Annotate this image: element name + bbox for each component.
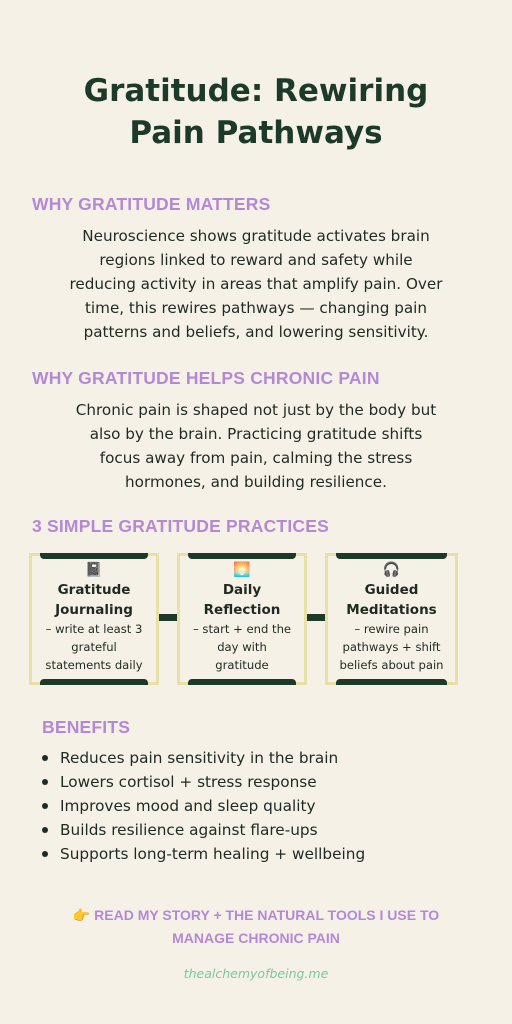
benefits-heading: BENEFITS (42, 717, 131, 737)
card-title-line: Guided (364, 582, 419, 598)
why-matters-paragraph: Neuroscience shows gratitude activates b… (20, 224, 492, 344)
why-helps-line: focus away from pain, calming the stress (99, 449, 413, 467)
website-url: thealchemyofbeing.me (183, 966, 329, 981)
cta-text[interactable]: READ MY STORY + THE NATURAL TOOLS I USE … (94, 907, 440, 923)
card-desc-line: pathways + shift (342, 640, 441, 654)
card-connector (305, 614, 327, 621)
card-desc-line: statements daily (45, 658, 143, 672)
card-desc-line: beliefs about pain (339, 658, 444, 672)
list-item: Reduces pain sensitivity in the brain (38, 746, 365, 770)
card-bar-top (40, 553, 148, 559)
practice-card-journaling: 📓 Gratitude Journaling – write at least … (29, 553, 159, 685)
why-helps-heading: WHY GRATITUDE HELPS CHRONIC PAIN (32, 368, 380, 388)
headphones-icon: 🎧 (382, 562, 401, 578)
cta-line-1[interactable]: 👉 READ MY STORY + THE NATURAL TOOLS I US… (0, 904, 512, 927)
why-helps-line: also by the brain. Practicing gratitude … (89, 425, 423, 443)
pointing-hand-icon: 👉 (72, 907, 91, 923)
why-helps-line: hormones, and building resilience. (125, 473, 387, 491)
card-title-line: Reflection (203, 602, 281, 618)
why-matters-line: patterns and beliefs, and lowering sensi… (83, 323, 429, 341)
practice-card-reflection: 🌅 Daily Reflection – start + end the day… (177, 553, 307, 685)
page-title: Gratitude: Rewiring Pain Pathways (0, 70, 512, 154)
card-desc-line: grateful (71, 640, 117, 654)
card-bar-bottom (40, 679, 148, 685)
practices-heading: 3 SIMPLE GRATITUDE PRACTICES (32, 516, 329, 536)
card-desc-line: gratitude (215, 658, 269, 672)
card-bar-top (336, 553, 447, 559)
why-helps-line: Chronic pain is shaped not just by the b… (75, 401, 437, 419)
card-title-line: Meditations (346, 602, 437, 618)
notebook-icon: 📓 (85, 562, 103, 578)
card-title: Guided Meditations (328, 580, 455, 620)
practice-card-meditations: 🎧 Guided Meditations – rewire pain pathw… (325, 553, 458, 685)
card-title: Daily Reflection (180, 580, 304, 620)
card-bar-bottom (336, 679, 447, 685)
card-description: – write at least 3 grateful statements d… (32, 620, 156, 674)
list-item: Builds resilience against flare-ups (38, 818, 365, 842)
card-bar-top (188, 553, 296, 559)
why-matters-line: Neuroscience shows gratitude activates b… (82, 227, 430, 245)
why-matters-line: time, this rewires pathways — changing p… (84, 299, 428, 317)
card-bar-bottom (188, 679, 296, 685)
card-description: – rewire pain pathways + shift beliefs a… (328, 620, 455, 674)
card-desc-line: – start + end the (192, 622, 292, 636)
cta-link[interactable]: 👉 READ MY STORY + THE NATURAL TOOLS I US… (0, 904, 512, 950)
card-title-line: Daily (222, 582, 262, 598)
why-helps-paragraph: Chronic pain is shaped not just by the b… (20, 398, 492, 494)
card-desc-line: – write at least 3 (45, 622, 143, 636)
why-matters-line: regions linked to reward and safety whil… (99, 251, 413, 269)
list-item: Supports long-term healing + wellbeing (38, 842, 365, 866)
why-matters-heading: WHY GRATITUDE MATTERS (32, 194, 271, 214)
card-desc-line: day with (217, 640, 267, 654)
card-title-line: Gratitude (57, 582, 131, 598)
sunrise-icon: 🌅 (233, 562, 251, 578)
card-desc-line: – rewire pain (354, 622, 429, 636)
why-matters-line: reducing activity in areas that amplify … (69, 275, 443, 293)
benefits-list: Reduces pain sensitivity in the brain Lo… (38, 746, 365, 866)
card-description: – start + end the day with gratitude (180, 620, 304, 674)
card-connector (157, 614, 179, 621)
title-line-2: Pain Pathways (129, 115, 383, 151)
card-title-line: Journaling (55, 602, 133, 618)
cta-line-2[interactable]: MANAGE CHRONIC PAIN (172, 930, 340, 946)
title-line-1: Gratitude: Rewiring (83, 73, 429, 109)
list-item: Lowers cortisol + stress response (38, 770, 365, 794)
list-item: Improves mood and sleep quality (38, 794, 365, 818)
card-title: Gratitude Journaling (32, 580, 156, 620)
